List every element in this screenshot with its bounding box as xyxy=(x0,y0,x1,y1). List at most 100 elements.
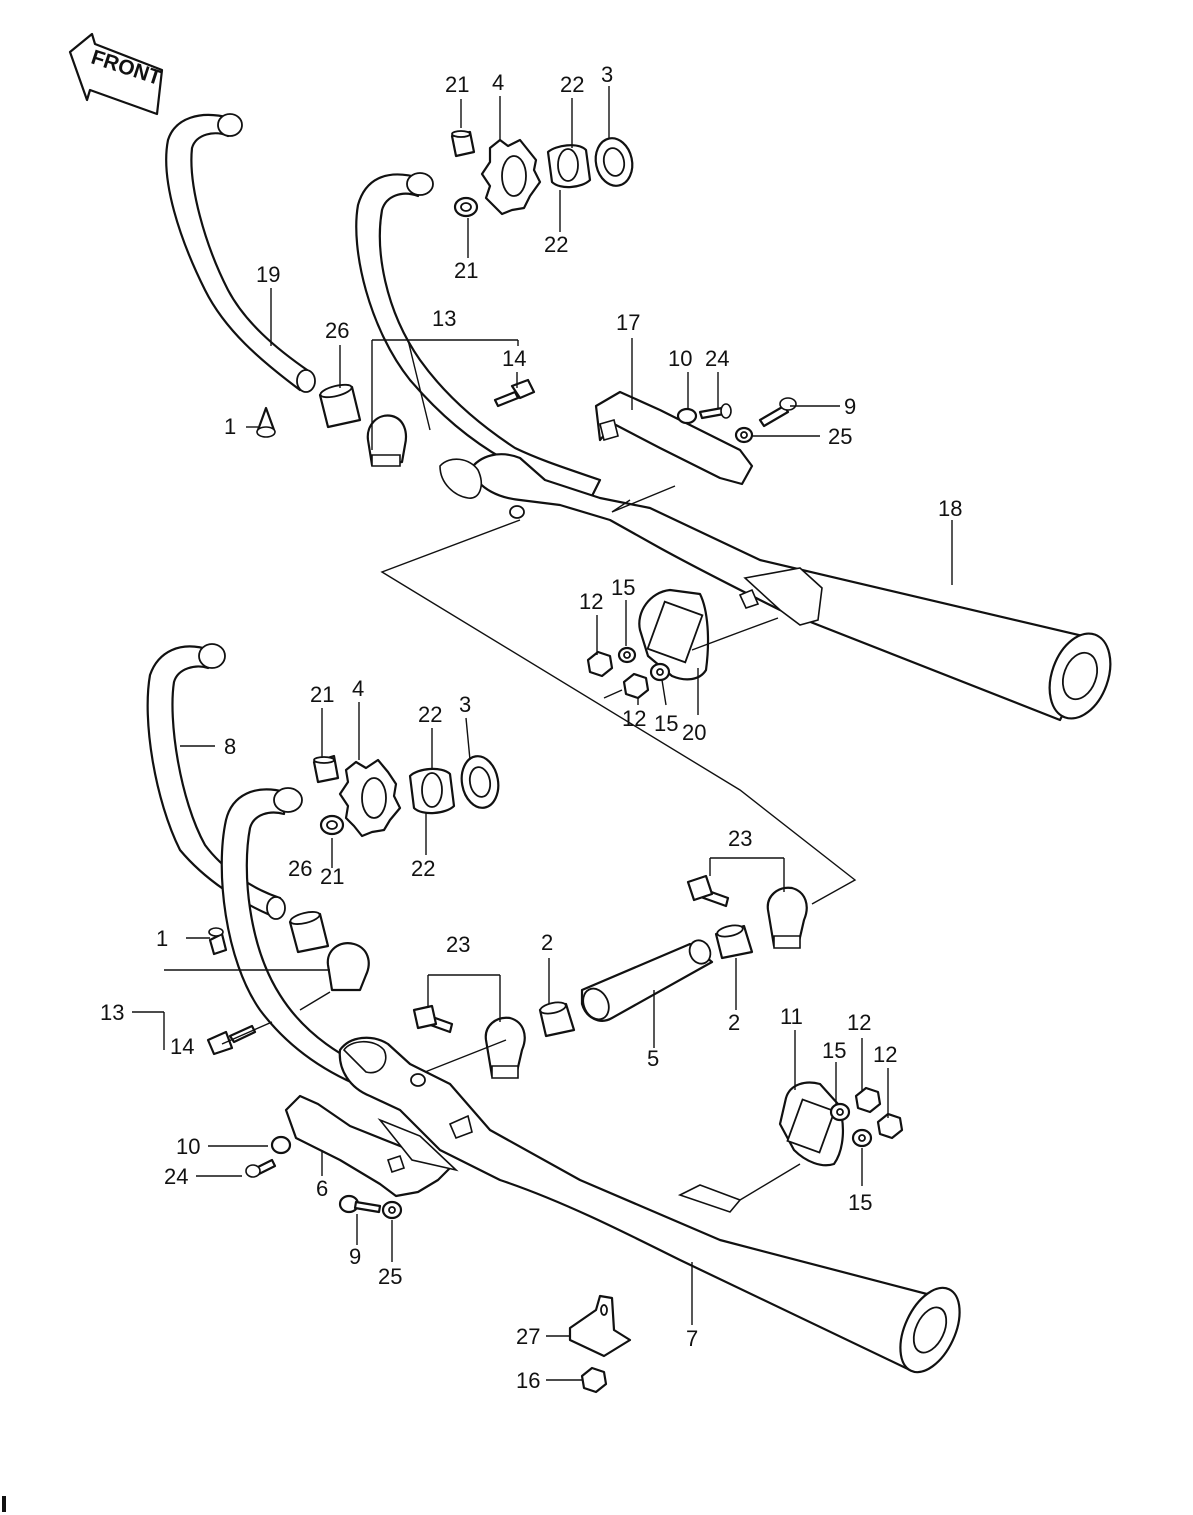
callout-label: 8 xyxy=(224,734,236,759)
connector-pipe-5-icon xyxy=(580,939,714,1022)
flange-4-left-icon xyxy=(338,758,402,838)
callout-label: 15 xyxy=(822,1038,846,1063)
washer-15-lower-icon xyxy=(649,662,671,682)
callout-label: 4 xyxy=(492,70,504,95)
callout-label: 23 xyxy=(728,826,752,851)
callout-label: 13 xyxy=(100,1000,124,1025)
nut-16-icon xyxy=(580,1366,608,1394)
callout-label: 9 xyxy=(349,1244,361,1269)
callout-label: 6 xyxy=(316,1176,328,1201)
clamp-23-left-icon xyxy=(484,1016,526,1079)
washer-10-left-icon xyxy=(270,1135,292,1155)
exhaust-pipe-8-icon xyxy=(146,643,286,920)
bolt-24-left-icon xyxy=(245,1158,277,1178)
callout-label: 21 xyxy=(454,258,478,283)
nut-12-upper-icon xyxy=(586,650,614,678)
callout-numbers: 21 4 22 3 22 21 19 26 13 14 1 17 10 24 9… xyxy=(100,62,962,1393)
callout-label: 26 xyxy=(288,856,312,881)
callout-label: 1 xyxy=(156,926,168,951)
callout-label: 21 xyxy=(310,682,334,707)
gasket-3-left-icon xyxy=(460,755,500,809)
clamp-23-right-icon xyxy=(766,886,808,949)
bracket-20-icon xyxy=(638,588,710,681)
washer-25-icon xyxy=(734,426,754,444)
callout-label: 22 xyxy=(411,856,435,881)
registration-mark xyxy=(2,1496,6,1512)
callout-label: 25 xyxy=(378,1264,402,1289)
callout-label: 21 xyxy=(320,864,344,889)
screw-1-lower-icon xyxy=(208,927,228,956)
gasket-2-right-icon xyxy=(714,924,754,960)
muffler-7-icon xyxy=(338,1036,961,1374)
callout-label: 15 xyxy=(654,711,678,736)
callout-label: 12 xyxy=(847,1010,871,1035)
callout-label: 10 xyxy=(668,346,692,371)
heat-guard-17-icon xyxy=(594,390,754,486)
callout-label: 22 xyxy=(544,232,568,257)
flange-4-icon xyxy=(480,138,542,216)
callout-label: 3 xyxy=(601,62,613,87)
clamp-upper-icon xyxy=(366,414,408,467)
callout-label: 27 xyxy=(516,1324,540,1349)
callout-label: 22 xyxy=(560,72,584,97)
callout-label: 11 xyxy=(780,1004,803,1029)
callout-label: 18 xyxy=(938,496,962,521)
collar-21-left-lower-icon xyxy=(319,814,345,836)
callout-label: 4 xyxy=(352,676,364,701)
callout-label: 25 xyxy=(828,424,852,449)
callout-label: 16 xyxy=(516,1368,540,1393)
heat-guard-6-icon xyxy=(284,1094,459,1198)
collar-21-icon xyxy=(450,130,476,158)
callout-label: 22 xyxy=(418,702,442,727)
callout-label: 12 xyxy=(873,1042,897,1067)
callout-label: 20 xyxy=(682,720,706,745)
gasket-3-icon xyxy=(594,137,634,187)
bolt-9-upper-icon xyxy=(758,397,797,428)
washer-25-left-icon xyxy=(381,1200,403,1220)
callout-label: 15 xyxy=(848,1190,872,1215)
callout-label: 19 xyxy=(256,262,280,287)
callout-label: 9 xyxy=(844,394,856,419)
callout-label: 17 xyxy=(616,310,640,335)
nut-12-left-top-icon xyxy=(854,1086,882,1114)
washer-15-left-top-icon xyxy=(829,1102,851,1122)
bolt-9-left-icon xyxy=(338,1194,382,1214)
collar-21-lower-icon xyxy=(453,196,479,218)
leader-lines xyxy=(132,86,953,1381)
front-arrow-icon: FRONT xyxy=(68,32,164,116)
washer-15-left-bottom-icon xyxy=(851,1128,873,1148)
callout-label: 24 xyxy=(705,346,729,371)
screw-1-upper-icon xyxy=(256,406,276,438)
bracket-27-icon xyxy=(568,1294,632,1358)
callout-label: 7 xyxy=(686,1326,698,1351)
callout-label: 2 xyxy=(728,1010,740,1035)
gasket-26-upper-icon xyxy=(318,383,362,429)
exhaust-pipe-19-icon xyxy=(165,113,316,393)
callout-label: 26 xyxy=(325,318,349,343)
bolt-23-right-icon xyxy=(686,874,730,908)
callout-label: 13 xyxy=(432,306,456,331)
callout-label: 2 xyxy=(541,930,553,955)
callout-label: 23 xyxy=(446,932,470,957)
callout-label: 12 xyxy=(622,706,646,731)
callout-label: 3 xyxy=(459,692,471,717)
callout-label: 12 xyxy=(579,589,603,614)
bolt-24-icon xyxy=(698,403,732,420)
callout-label: 10 xyxy=(176,1134,200,1159)
clamp-lower-icon xyxy=(326,942,370,992)
washer-10-icon xyxy=(676,407,698,425)
split-keeper-22-left-icon xyxy=(408,767,456,815)
collar-21-left-icon xyxy=(312,754,340,784)
nut-12-left-bottom-icon xyxy=(876,1112,904,1140)
muffler-18-icon xyxy=(439,453,1112,722)
callout-label: 21 xyxy=(445,72,469,97)
gasket-26-lower-icon xyxy=(288,911,330,954)
washer-15-upper-icon xyxy=(617,646,637,664)
callout-label: 1 xyxy=(224,414,236,439)
callout-label: 5 xyxy=(647,1046,659,1071)
nut-12-lower-icon xyxy=(622,672,650,700)
bracket-11-icon xyxy=(778,1081,845,1167)
bolt-14-upper-icon xyxy=(493,378,536,408)
callout-label: 24 xyxy=(164,1164,188,1189)
